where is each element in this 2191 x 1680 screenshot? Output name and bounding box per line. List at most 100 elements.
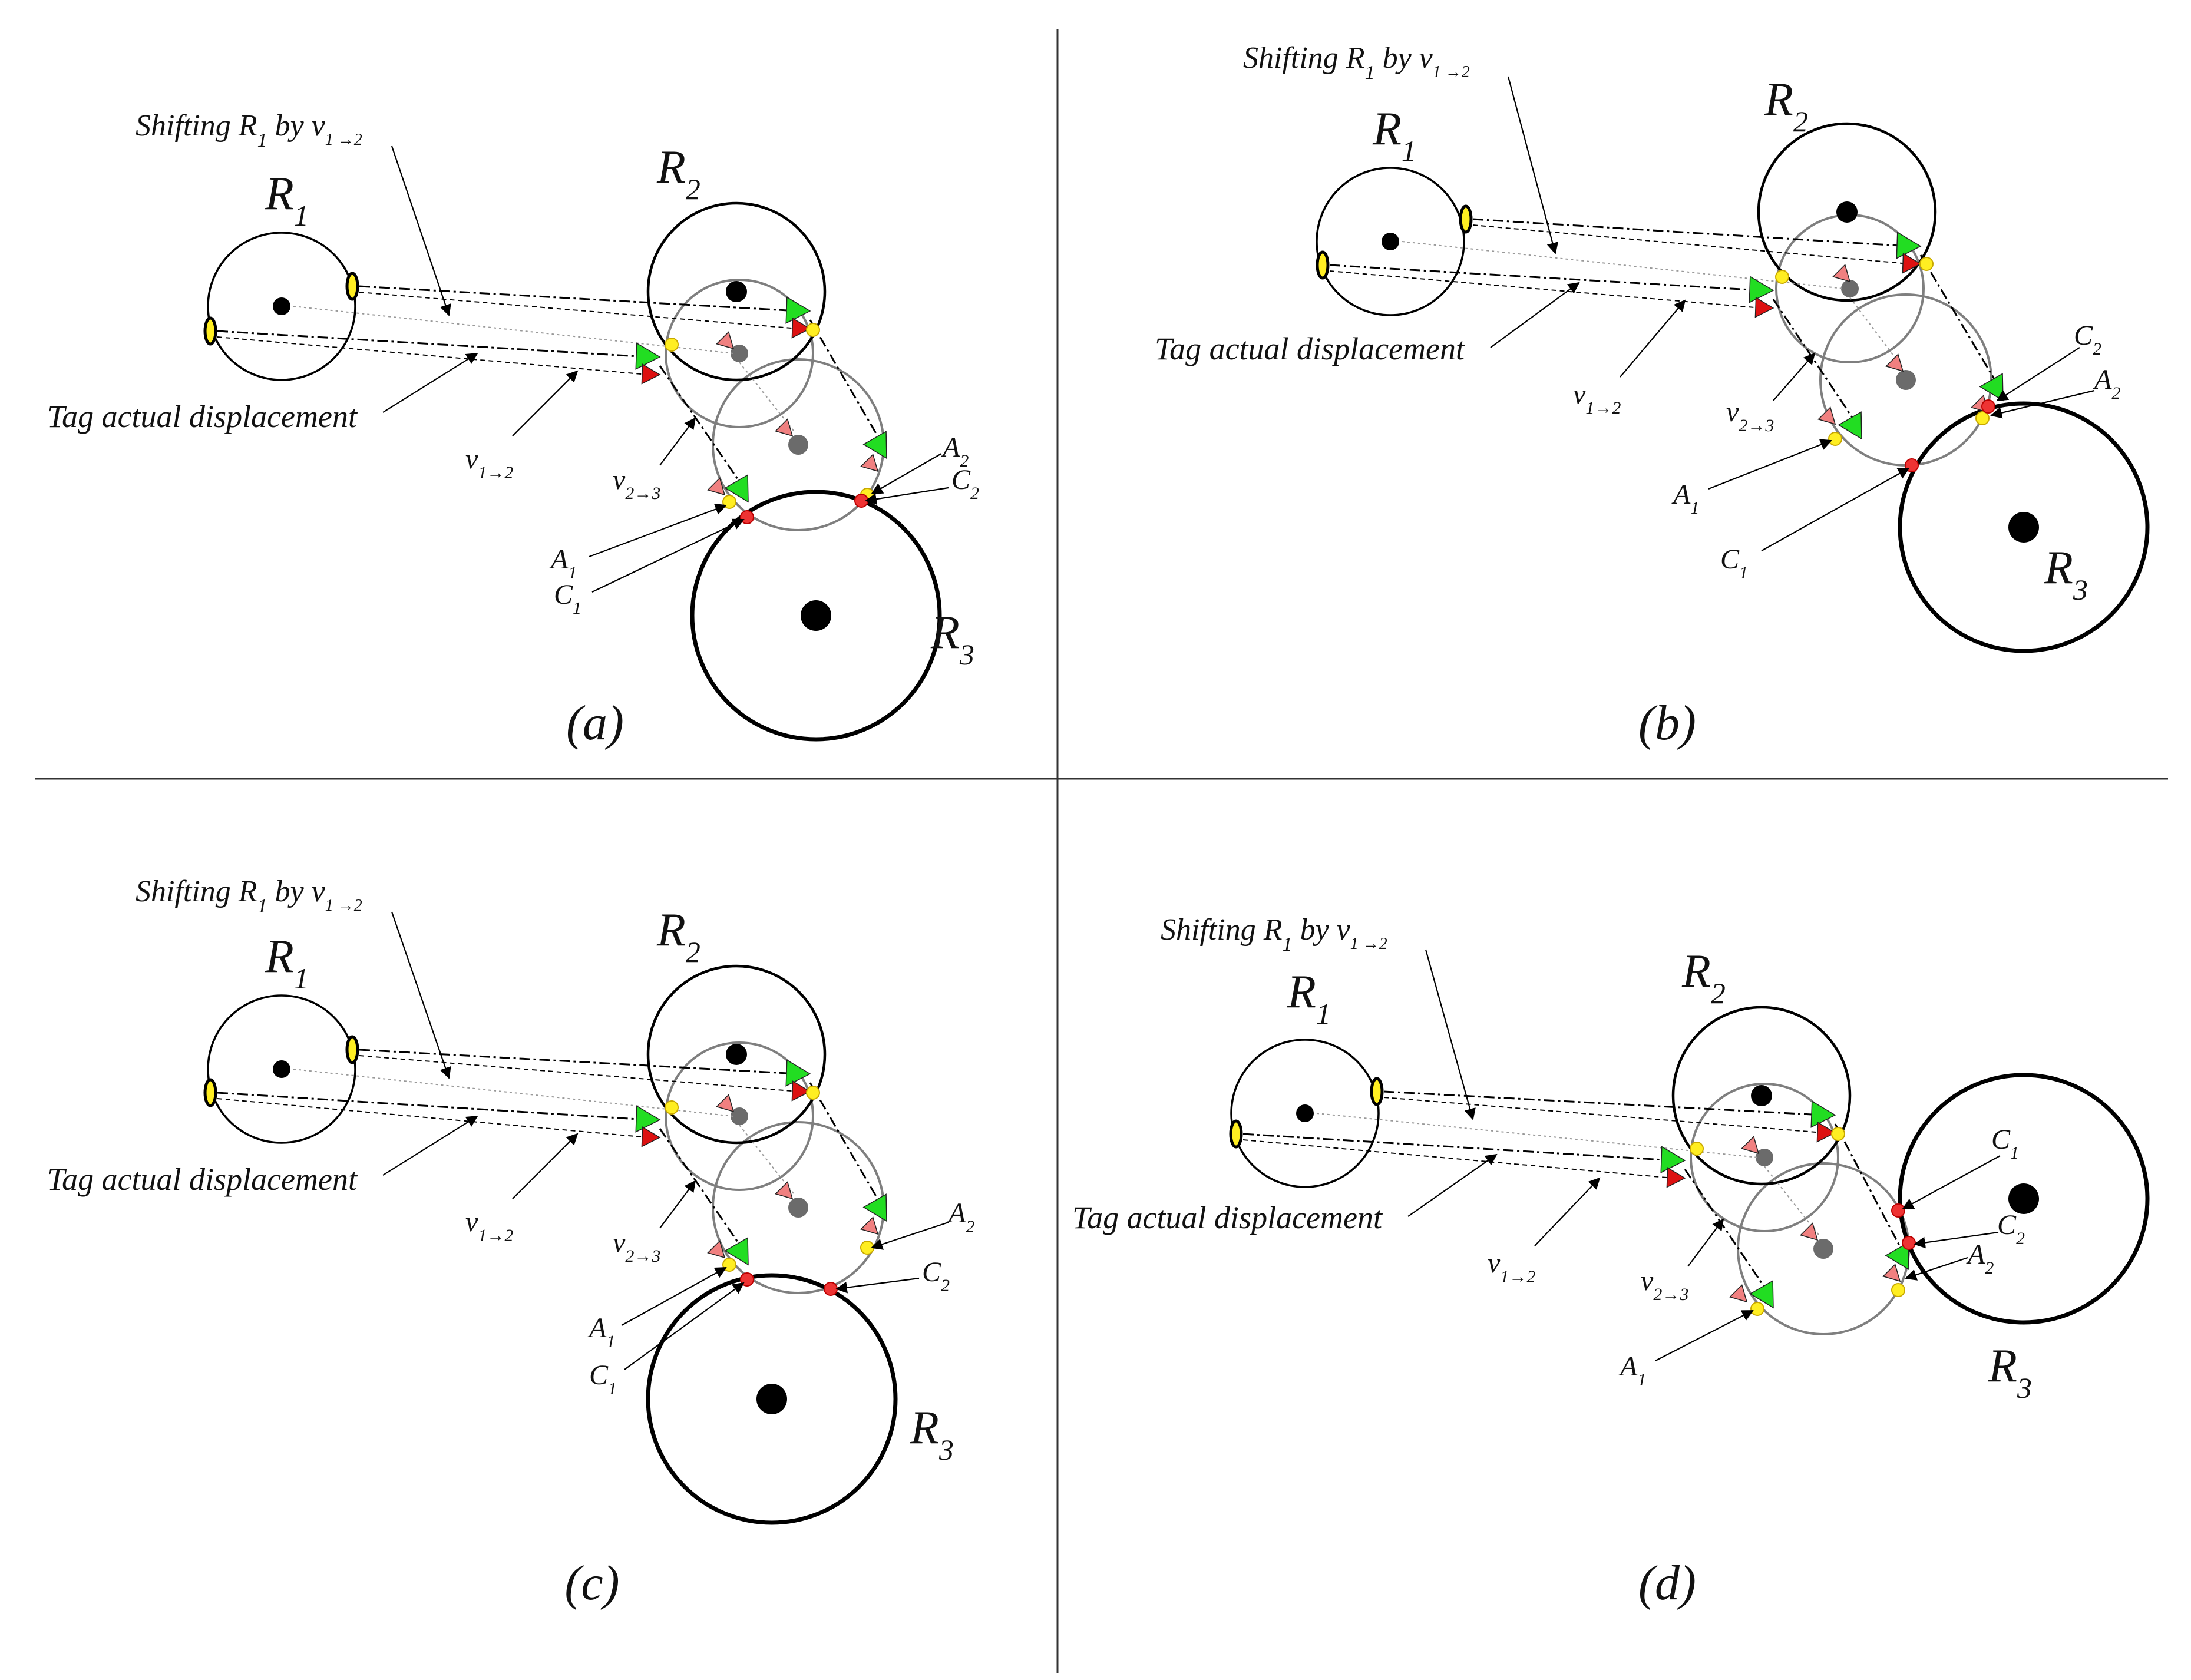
- a2-label: A2: [2093, 364, 2120, 403]
- v23-label-main: v: [1641, 1265, 1654, 1297]
- green-arrowhead-6-shape: [1749, 1280, 1774, 1309]
- shifted-r1-center: [1841, 280, 1859, 297]
- r1-tag-1: [345, 272, 359, 301]
- pink-arrowhead-1: [716, 1094, 735, 1113]
- v12-label-sub: 1→2: [1585, 398, 1621, 418]
- shift-label-by-sub: 1 →2: [1350, 935, 1387, 953]
- tag-displacement-pointer: [382, 1115, 478, 1176]
- shift-pointer: [391, 145, 451, 316]
- c1-label-main: C: [1991, 1124, 2011, 1155]
- a2-pointer: [871, 453, 942, 494]
- c2-label: C2: [922, 1256, 950, 1295]
- green-arrowhead-3-shape: [1749, 276, 1774, 303]
- r2-center-dot: [726, 281, 747, 302]
- shift-label: Shifting R1 by v1 →2: [1243, 41, 1470, 84]
- v12-label: v1→2: [1573, 379, 1621, 418]
- pink-arrowhead-4: [707, 1240, 726, 1259]
- a1-pointer: [621, 1267, 727, 1326]
- c2-label-sub: 2: [970, 484, 979, 503]
- red-estimate-point-1: [740, 510, 754, 524]
- shifted-r2-center: [1813, 1239, 1833, 1259]
- v12-label-sub: 1→2: [478, 1226, 513, 1245]
- r2-center-dot: [1751, 1085, 1772, 1106]
- r1-label-sub: 1: [294, 962, 309, 995]
- red-arrowhead-4: [641, 1126, 661, 1147]
- red-estimate-point-2: [824, 1282, 838, 1296]
- c2-pointer: [865, 487, 949, 505]
- lower-shift-line: [217, 330, 649, 358]
- r2-circle: [646, 964, 827, 1145]
- v23-label: v2→3: [613, 1227, 660, 1266]
- shift-pointer: [1507, 76, 1558, 254]
- upper-shift-line: [1383, 1090, 1824, 1116]
- c1-label-sub: 1: [1739, 563, 1748, 583]
- pink-arrowhead-4-shape: [707, 1240, 726, 1259]
- v12-pointer: [512, 370, 579, 436]
- v12-pointer: [1620, 299, 1686, 378]
- a1-pointer: [1708, 439, 1832, 490]
- r3-label-main: R: [2044, 542, 2073, 594]
- pink-arrowhead-3: [1882, 1264, 1901, 1282]
- v12-label-main: v: [1488, 1248, 1501, 1279]
- r1-label-main: R: [265, 931, 294, 983]
- panel-caption-d: (d): [1638, 1556, 1696, 1610]
- tag-displacement-pointer: [382, 352, 478, 413]
- shift-label-by-sub: 1 →2: [325, 897, 362, 915]
- lower-actual-line: [217, 336, 649, 375]
- pink-arrowhead-2: [1800, 1222, 1819, 1241]
- v12-label-main: v: [465, 1206, 478, 1238]
- shift-label-main: Shifting R: [136, 875, 257, 908]
- red-arrowhead-2: [1816, 1122, 1836, 1143]
- r2-label-sub: 2: [686, 173, 700, 206]
- shifted-r1-circle: [1690, 1083, 1839, 1232]
- stage2-upper-line: [809, 319, 885, 447]
- r1-label-sub: 1: [1316, 997, 1331, 1030]
- panel-caption-c: (c): [564, 1556, 619, 1610]
- upper-shift-line: [359, 285, 799, 312]
- red-arrowhead-4-shape: [1666, 1167, 1686, 1188]
- c2-label: C2: [951, 464, 979, 503]
- r3-label-main: R: [1988, 1340, 2017, 1392]
- c1-pointer: [1761, 468, 1910, 551]
- green-arrowhead-1: [785, 296, 811, 324]
- r3-label-main: R: [930, 607, 960, 659]
- upper-actual-line: [359, 1055, 799, 1092]
- shift-label-sub: 1: [1365, 62, 1375, 84]
- v23-pointer: [659, 417, 696, 466]
- pink-arrowhead-1-shape: [716, 1094, 735, 1113]
- pink-arrowhead-1-shape: [1741, 1136, 1760, 1155]
- v12-label: v1→2: [465, 1206, 513, 1245]
- pink-arrowhead-3-shape: [860, 454, 879, 472]
- shift-label-sub: 1: [257, 895, 267, 917]
- r1-center-dot: [273, 1060, 290, 1078]
- r3-circle: [646, 1273, 898, 1525]
- r3-circle: [690, 490, 942, 742]
- shift-label: Shifting R1 by v1 →2: [1161, 913, 1387, 955]
- r3-center-dot: [2008, 512, 2039, 543]
- r2-center-dot: [1836, 201, 1858, 223]
- red-estimate-point-2: [1981, 399, 1995, 414]
- a1-label-sub: 1: [606, 1332, 615, 1351]
- pink-arrowhead-2: [775, 1181, 794, 1200]
- green-arrowhead-3-shape: [635, 1105, 661, 1133]
- lower-shift-line: [217, 1092, 649, 1121]
- c1-label-main: C: [589, 1360, 609, 1391]
- lower-actual-line: [1242, 1139, 1674, 1179]
- r3-center-dot: [2008, 1183, 2039, 1214]
- red-arrowhead-4-shape: [1754, 297, 1774, 318]
- r1-circle: [207, 994, 356, 1144]
- r3-label: R3: [1988, 1340, 2032, 1404]
- shift-label-sub: 1: [257, 130, 267, 151]
- shift-label: Shifting R1 by v1 →2: [136, 875, 362, 917]
- green-arrowhead-5: [862, 431, 887, 459]
- v23-label: v2→3: [1641, 1265, 1688, 1304]
- yellow-tag-point-3: [1750, 1302, 1764, 1316]
- red-arrowhead-2-shape: [791, 318, 811, 339]
- green-arrowhead-1: [1896, 232, 1922, 259]
- a1-label-sub: 1: [568, 563, 577, 583]
- green-arrowhead-1-shape: [1810, 1100, 1836, 1128]
- shift-label-by: by v: [267, 875, 326, 908]
